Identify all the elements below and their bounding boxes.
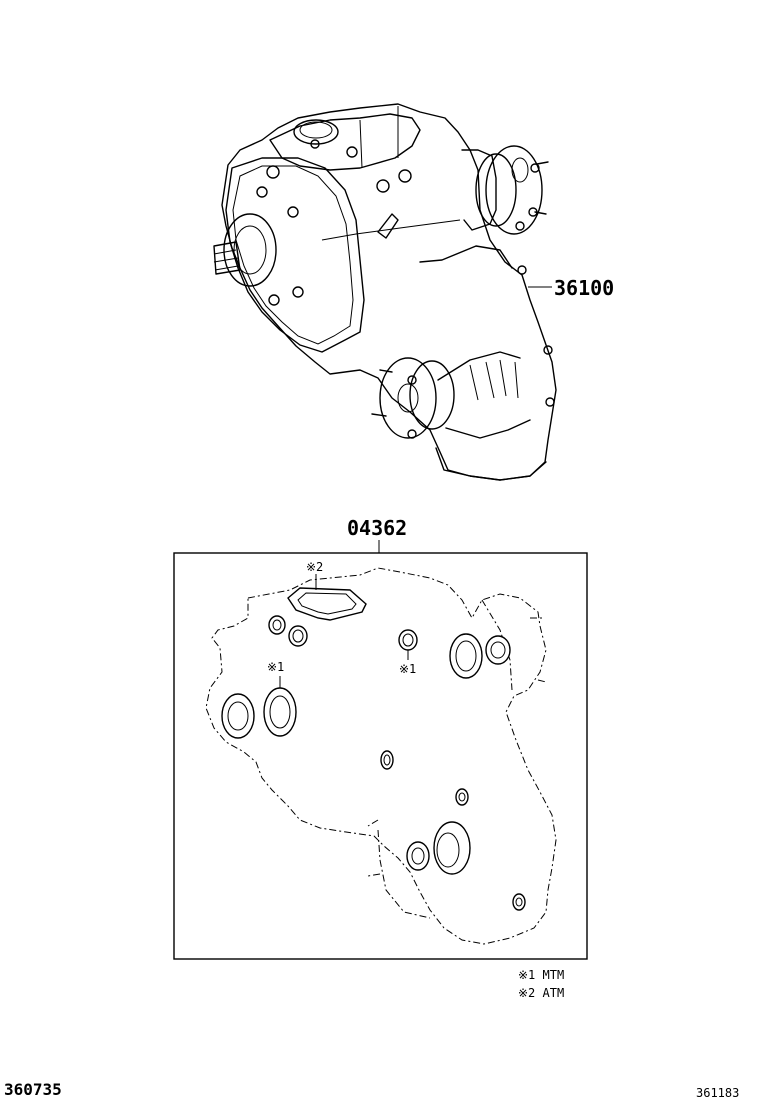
legend-mark-1: ※1 bbox=[518, 968, 536, 982]
o-ring-mtm bbox=[398, 629, 418, 660]
footer-left-code: 360735 bbox=[4, 1080, 62, 1099]
marker-1-left: ※1 bbox=[267, 660, 285, 674]
legend-mark-2: ※2 bbox=[518, 986, 536, 1000]
oil-seal-front-output bbox=[449, 633, 511, 679]
legend-row-1: ※1 MTM bbox=[518, 968, 564, 982]
case-phantom-outline bbox=[205, 567, 557, 945]
gasket-atm bbox=[287, 574, 367, 621]
o-ring-middle bbox=[380, 750, 526, 911]
oil-seal-input bbox=[221, 676, 297, 739]
legend-text-2: ATM bbox=[542, 986, 565, 1000]
transfer-assembly-drawing bbox=[213, 103, 557, 481]
case-phantom-lower bbox=[377, 829, 431, 919]
marker-2-gasket: ※2 bbox=[306, 560, 324, 574]
case-phantom-studs bbox=[367, 617, 547, 877]
legend-text-1: MTM bbox=[542, 968, 565, 982]
footer-right-code: 361183 bbox=[696, 1086, 740, 1100]
oil-seal-rear-output bbox=[406, 821, 471, 875]
marker-1-right: ※1 bbox=[399, 662, 417, 676]
part-number-36100[interactable]: 36100 bbox=[554, 276, 615, 300]
gasket-kit-frame bbox=[173, 552, 588, 960]
part-number-04362[interactable]: 04362 bbox=[347, 516, 408, 540]
legend-row-2: ※2 ATM bbox=[518, 986, 564, 1000]
o-ring-pair-top bbox=[268, 615, 308, 647]
